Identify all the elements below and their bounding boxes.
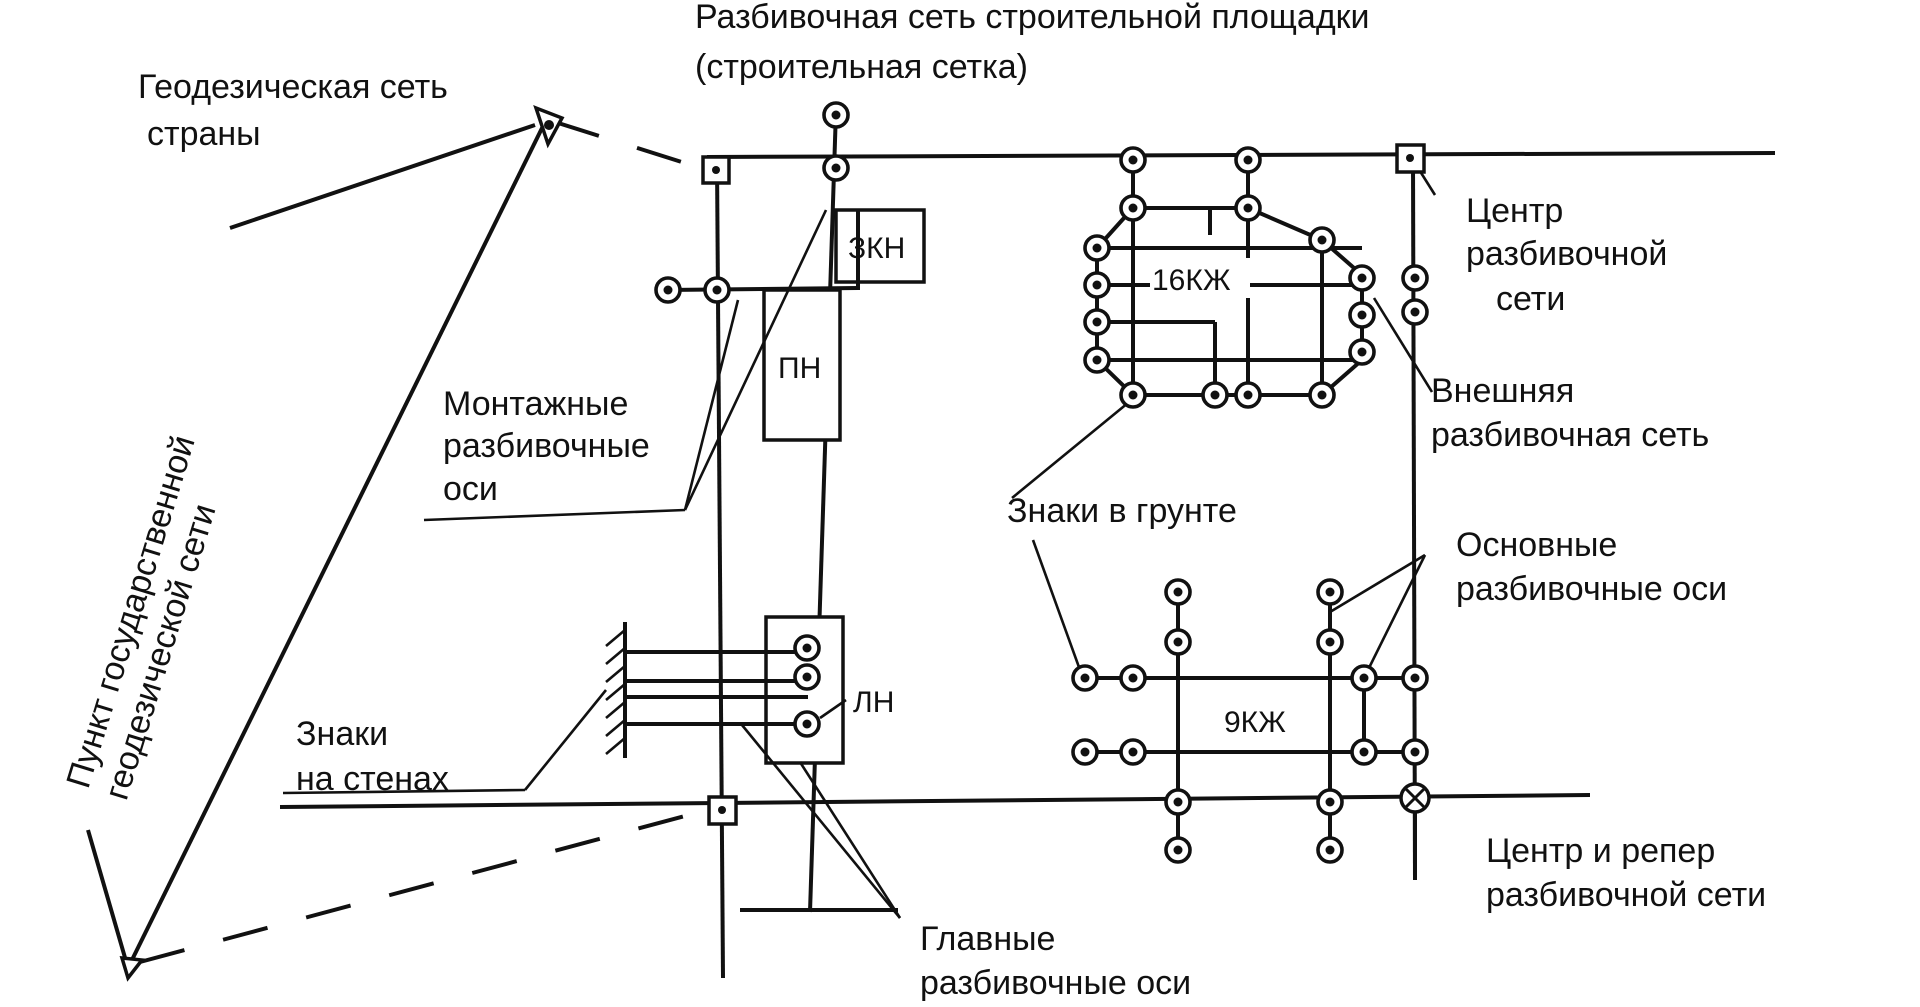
geodetic-network-label-line2: страны [147, 115, 261, 153]
state-point-triangle [119, 955, 146, 982]
basic-axes-pointer-a [1329, 553, 1426, 614]
ground-mark-point [1164, 836, 1192, 864]
wall-hatch [605, 629, 626, 755]
ground-marks-label: Знаки в грунте [1007, 492, 1237, 530]
ground-mark-point [1401, 298, 1429, 326]
ground-mark-point [1308, 226, 1336, 254]
grid-corner-square-top-left [701, 155, 731, 185]
state-point-label: Пункт государственной геодезической сети [59, 431, 223, 804]
external-network-label-line1: Внешняя [1431, 372, 1574, 410]
geodetic-network-label-line1: Геодезическая сеть [138, 68, 448, 106]
title-line1: Разбивочная сеть строительной площадки [695, 0, 1370, 36]
ground-mark-point [1401, 738, 1429, 766]
ground-marks-pointer-16kzh [1011, 396, 1135, 500]
grid-corner-square-bottom-left [707, 795, 738, 826]
basic-axes-label-line2: разбивочные оси [1456, 570, 1727, 608]
wall-marks-pointer-a [282, 788, 526, 795]
wall-marks-label-line1: Знаки [296, 715, 388, 753]
ground-mark-point [1348, 264, 1376, 292]
ground-mark-point [1234, 146, 1262, 174]
state-point-to-country-network-line [126, 119, 548, 969]
building-9kzh-label: 9КЖ [1224, 706, 1286, 739]
ground-mark-points [654, 101, 1429, 864]
ground-mark-point [1071, 664, 1099, 692]
building-pn-label: ПН [778, 352, 821, 385]
center-label-line1: Центр [1466, 192, 1563, 230]
ground-mark-point [1164, 788, 1192, 816]
ground-mark-point [1083, 271, 1111, 299]
grid-bottom-line [279, 793, 1591, 809]
ground-mark-point [1083, 308, 1111, 336]
mounting-axes-label-line3: оси [443, 470, 498, 508]
mounting-axes-label-line2: разбивочные [443, 427, 650, 465]
ground-mark-point [1119, 146, 1147, 174]
grid-corner-square-top-right [1395, 143, 1426, 174]
ground-marks-pointer-9kzh [1031, 539, 1082, 671]
ground-mark-point [1316, 578, 1344, 606]
ground-mark-point [1350, 664, 1378, 692]
ground-mark-point [793, 634, 821, 662]
mounting-axes-pointer-b [683, 299, 740, 511]
principal-axes-pointer-a [740, 724, 902, 919]
ground-mark-point [822, 154, 850, 182]
principal-axis-vertical [808, 109, 838, 913]
building-9kzh-label-bg [1215, 702, 1307, 742]
ground-mark-point [1348, 338, 1376, 366]
ground-mark-point [793, 710, 821, 738]
country-to-grid-dashed-line [554, 120, 708, 172]
mounting-axes-pointer-c [683, 209, 828, 511]
center-benchmark-label-line1: Центр и репер [1486, 832, 1715, 870]
external-network-label-line2: разбивочная сеть [1431, 416, 1709, 454]
ground-mark-point [1201, 381, 1229, 409]
ground-mark-point [1119, 194, 1147, 222]
benchmark-symbol [1399, 782, 1431, 814]
ground-mark-point [1316, 628, 1344, 656]
mounting-axes-label-line1: Монтажные [443, 385, 628, 423]
ground-mark-point [1234, 381, 1262, 409]
building-ln-label: ЛН [853, 686, 894, 719]
basic-axes-label-line1: Основные [1456, 526, 1617, 564]
ground-mark-point [1308, 381, 1336, 409]
mounting-axis-horizontal [665, 286, 859, 292]
basic-axes-pointer-b [1362, 554, 1427, 679]
ground-mark-point [1350, 738, 1378, 766]
title-line2: (строительная сетка) [695, 48, 1028, 86]
ln-pointer [819, 698, 847, 720]
external-network-pointer [1372, 297, 1434, 393]
ground-mark-point [793, 663, 821, 691]
ground-mark-point [1164, 628, 1192, 656]
center-label-line3: сети [1496, 280, 1565, 318]
building-zkn [834, 208, 926, 284]
principal-axes-label-line2: разбивочные оси [920, 964, 1191, 1002]
center-label-line2: разбивочной [1466, 235, 1667, 273]
ground-mark-point [1401, 264, 1429, 292]
ground-mark-point [1083, 234, 1111, 262]
ground-mark-point [1316, 788, 1344, 816]
building-16kzh-label: 16КЖ [1152, 264, 1231, 297]
ground-mark-point [1119, 381, 1147, 409]
ground-mark-point [703, 276, 731, 304]
building-16kzh-label-bg [1150, 258, 1250, 298]
ground-mark-point [1071, 738, 1099, 766]
ground-mark-point [1083, 346, 1111, 374]
ground-mark-point [1164, 578, 1192, 606]
mounting-axes-pointer-a [423, 508, 686, 522]
country-network-point [544, 120, 554, 130]
ground-mark-point [1401, 664, 1429, 692]
center-benchmark-label-line2: разбивочной сети [1486, 876, 1766, 914]
state-point-tick-line [86, 829, 130, 969]
ground-mark-point [654, 276, 682, 304]
country-network-pointer-line [229, 123, 536, 230]
ground-mark-point [1234, 194, 1262, 222]
ground-mark-point [1119, 738, 1147, 766]
ground-mark-point [1316, 836, 1344, 864]
ground-mark-point [1348, 301, 1376, 329]
ground-mark-point [822, 101, 850, 129]
state-point-to-grid-dashed-line [139, 810, 701, 964]
principal-axes-label-line1: Главные [920, 920, 1055, 958]
wall-marks-pointer-b [523, 689, 608, 791]
ground-mark-point [1119, 664, 1147, 692]
principal-axes-pointer-b [798, 761, 902, 919]
